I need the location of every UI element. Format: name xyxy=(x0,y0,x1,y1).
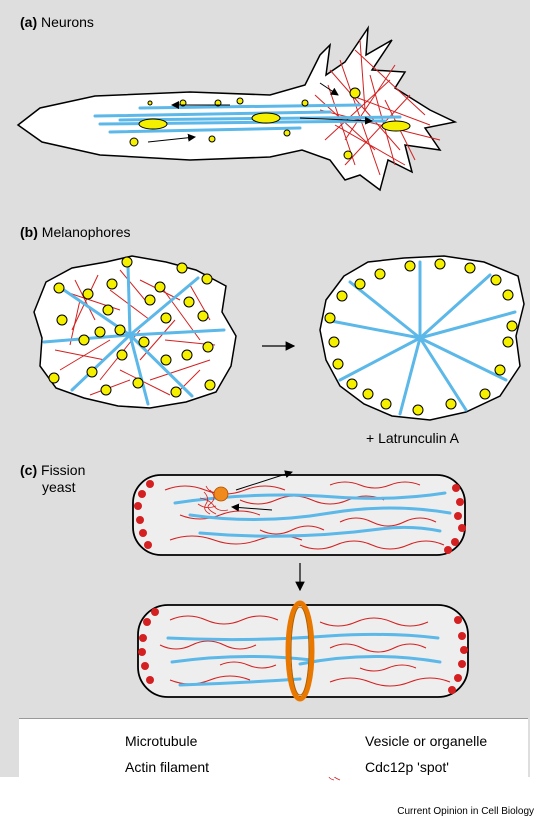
yeast-dividing xyxy=(138,603,468,699)
panel-b-letter: (b) xyxy=(20,224,38,240)
melanophore-latrunculin xyxy=(320,256,524,420)
journal-credit: Current Opinion in Cell Biology xyxy=(397,806,534,817)
latrunculin-label: + Latrunculin A xyxy=(366,430,459,446)
yeast-interphase xyxy=(133,472,466,555)
panel-a-letter: (a) xyxy=(20,14,37,30)
legend: Microtubule Actin filament Vesicle or or… xyxy=(19,718,528,777)
panel-a-title: Neurons xyxy=(41,14,94,30)
melanophore-dispersed xyxy=(34,256,236,408)
legend-actin-label: Actin filament xyxy=(125,759,209,775)
panel-c-title-line1: Fission xyxy=(41,462,85,478)
panel-c-title-line2: yeast xyxy=(42,479,75,495)
legend-vesicle-label: Vesicle or organelle xyxy=(365,733,487,749)
legend-microtubule-label: Microtubule xyxy=(125,733,197,749)
panel-c-label: (c) Fission xyxy=(20,462,85,478)
neuron-cell xyxy=(18,28,455,190)
panel-c-letter: (c) xyxy=(20,462,37,478)
panel-b-title: Melanophores xyxy=(42,224,131,240)
panel-a-label: (a) Neurons xyxy=(20,14,94,30)
panel-b-label: (b) Melanophores xyxy=(20,224,131,240)
legend-spot-label: Cdc12p 'spot' xyxy=(365,759,449,775)
